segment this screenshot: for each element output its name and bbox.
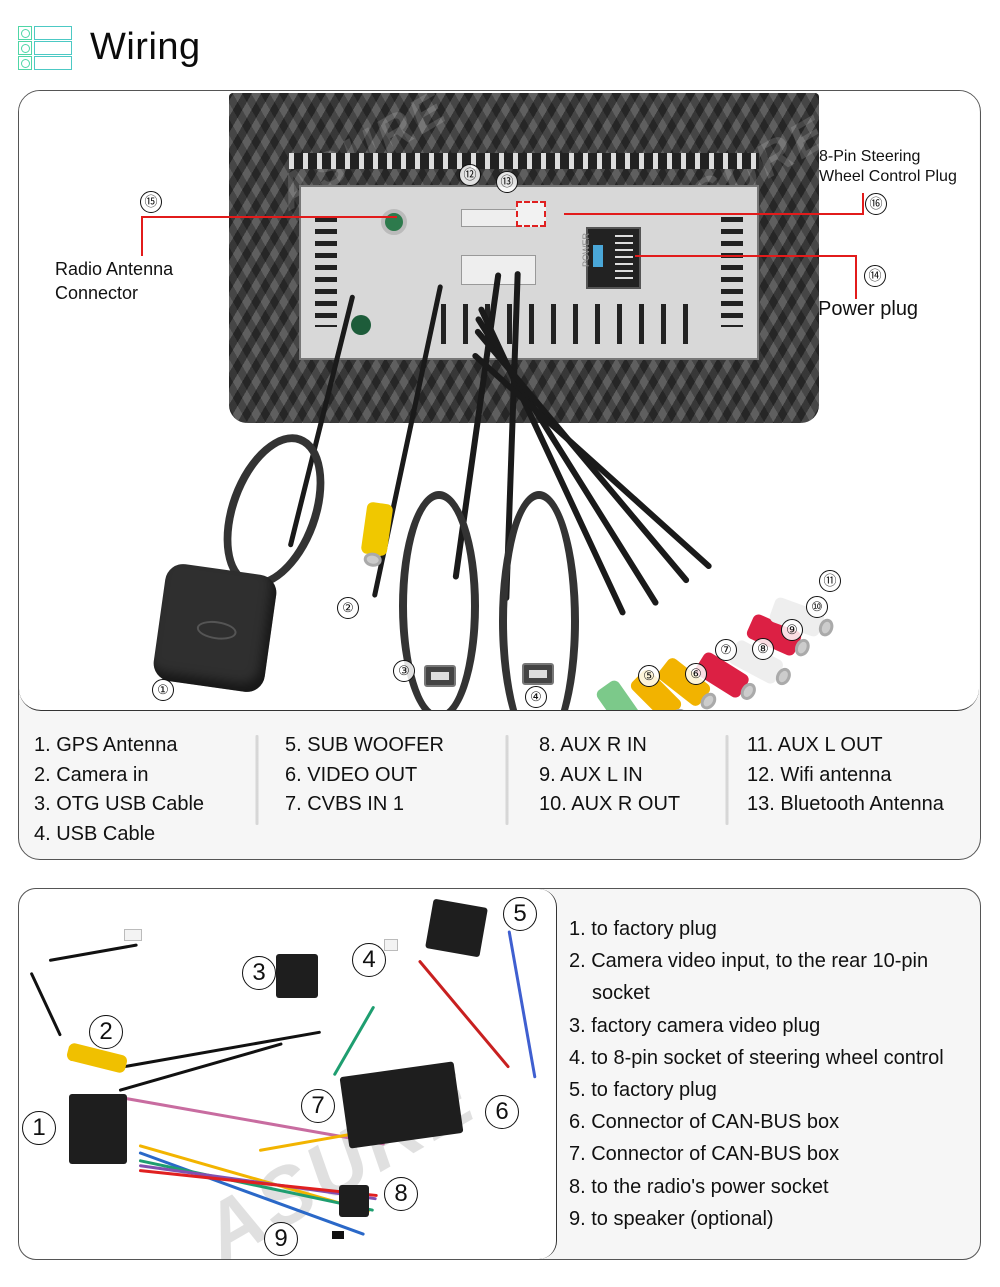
factory-plug-5-connector bbox=[425, 898, 488, 958]
callout-number-12: ⑫ bbox=[459, 164, 481, 186]
harness-number-5: 5 bbox=[503, 897, 537, 931]
callout-number-13: ⑬ bbox=[496, 171, 518, 193]
power-socket-connector bbox=[339, 1185, 369, 1217]
callout-number-15: ⑮ bbox=[140, 191, 162, 213]
radio-antenna-callout: Radio Antenna Connector bbox=[55, 259, 174, 303]
harness-number-6: 6 bbox=[485, 1095, 519, 1129]
radio-antenna-port bbox=[381, 209, 407, 235]
legend-item: 1. to factory plug bbox=[569, 918, 717, 940]
legend-column-2: 5. SUB WOOFER 6. VIDEO OUT 7. CVBS IN 1 bbox=[285, 731, 444, 820]
harness-number-9: 9 bbox=[264, 1222, 298, 1256]
cable-number-7: ⑦ bbox=[715, 639, 737, 661]
legend-item: 9. AUX L IN bbox=[539, 763, 643, 786]
cable-number-5: ⑤ bbox=[638, 665, 660, 687]
metal-chassis: POWER bbox=[299, 185, 759, 360]
cable-legend: 1. GPS Antenna 2. Camera in 3. OTG USB C… bbox=[19, 713, 979, 858]
top-vent bbox=[289, 153, 759, 169]
harness-number-4: 4 bbox=[352, 943, 386, 977]
legend-item: 5. to factory plug bbox=[569, 1079, 717, 1102]
legend-item: 6. VIDEO OUT bbox=[285, 763, 418, 786]
cable-number-1: ① bbox=[152, 679, 174, 701]
harness-number-8: 8 bbox=[384, 1177, 418, 1211]
power-plug-socket bbox=[586, 227, 641, 289]
cable-number-6: ⑥ bbox=[685, 663, 707, 685]
cable-number-3: ③ bbox=[393, 660, 415, 682]
callout-number-14: ⑭ bbox=[864, 265, 886, 287]
head-unit-rear: ASURE ASURE POWER bbox=[229, 91, 838, 423]
legend-item: 2. Camera video input, to the rear 10-pi… bbox=[569, 950, 929, 973]
harness-number-3: 3 bbox=[242, 956, 276, 990]
legend-item: 10. AUX R OUT bbox=[539, 793, 681, 815]
legend-column-3: 8. AUX R IN 9. AUX L IN 10. AUX R OUT bbox=[539, 731, 680, 820]
legend-column-1: 1. GPS Antenna 2. Camera in 3. OTG USB C… bbox=[34, 731, 204, 849]
legend-item: 4. USB Cable bbox=[34, 822, 156, 845]
legend-item: 11. AUX L OUT bbox=[747, 734, 883, 756]
harness-panel: ASURE 1 2 3 4 5 6 7 8 9 bbox=[18, 888, 981, 1260]
legend-item: 7. CVBS IN 1 bbox=[285, 793, 404, 815]
legend-item: 1. GPS Antenna bbox=[34, 734, 178, 756]
unit-wiring-panel: ASURE ASURE POWER bbox=[18, 90, 981, 860]
page-header: Wiring bbox=[18, 22, 201, 72]
camera-plug-connector bbox=[276, 954, 318, 998]
divider bbox=[255, 735, 259, 825]
otg-usb-head bbox=[424, 665, 456, 687]
steering-wheel-plug-highlight bbox=[516, 201, 546, 227]
fuse-icon bbox=[593, 245, 603, 267]
power-port-label: POWER bbox=[581, 232, 592, 268]
legend-item: 12. Wifi antenna bbox=[747, 763, 892, 786]
legend-item: 8. AUX R IN bbox=[539, 734, 647, 756]
harness-photo: ASURE 1 2 3 4 5 6 7 8 9 bbox=[19, 889, 557, 1259]
legend-item: 2. Camera in bbox=[34, 763, 149, 786]
legend-item: 13. Bluetooth Antenna bbox=[747, 793, 944, 815]
legend-item: 7. Connector of CAN-BUS box bbox=[569, 1143, 840, 1166]
legend-item: 4. to 8-pin socket of steering wheel con… bbox=[569, 1046, 944, 1069]
list-icon bbox=[18, 24, 72, 70]
harness-legend: 1. to factory plug 2. Camera video input… bbox=[569, 913, 944, 1235]
harness-number-7: 7 bbox=[301, 1089, 335, 1123]
unit-rear-photo: ASURE ASURE POWER bbox=[19, 91, 979, 711]
cable-number-11: ⑪ bbox=[819, 570, 841, 592]
cable-number-4: ④ bbox=[525, 686, 547, 708]
power-plug-callout: Power plug bbox=[818, 298, 919, 320]
camera-in-rca bbox=[360, 501, 394, 568]
divider bbox=[505, 735, 509, 825]
legend-item: 8. to the radio's power socket bbox=[569, 1175, 829, 1198]
legend-item: 9. to speaker (optional) bbox=[569, 1207, 774, 1230]
factory-plug-connector bbox=[69, 1094, 127, 1164]
legend-item-continuation: socket bbox=[592, 982, 650, 1005]
divider bbox=[725, 735, 729, 825]
steering-plug-callout: 8-Pin Steering Wheel Control Plug bbox=[819, 148, 957, 185]
cable-number-10: ⑩ bbox=[806, 596, 828, 618]
legend-column-4: 11. AUX L OUT 12. Wifi antenna 13. Bluet… bbox=[747, 731, 944, 820]
gps-antenna-photo bbox=[151, 561, 279, 695]
legend-item: 6. Connector of CAN-BUS box bbox=[569, 1111, 840, 1134]
usb-cable-head bbox=[522, 663, 554, 685]
callout-number-16: ⑯ bbox=[865, 193, 887, 215]
harness-number-2: 2 bbox=[89, 1015, 123, 1049]
cable-number-2: ② bbox=[337, 597, 359, 619]
legend-item: 3. factory camera video plug bbox=[569, 1014, 821, 1037]
legend-item: 3. OTG USB Cable bbox=[34, 793, 205, 815]
page-title: Wiring bbox=[90, 25, 201, 68]
rca-connector-block bbox=[461, 255, 536, 285]
harness-number-1: 1 bbox=[22, 1111, 56, 1145]
legend-item: 5. SUB WOOFER bbox=[285, 734, 444, 756]
cable-number-9: ⑨ bbox=[781, 619, 803, 641]
4g-port bbox=[351, 315, 371, 335]
cable-number-8: ⑧ bbox=[752, 638, 774, 660]
